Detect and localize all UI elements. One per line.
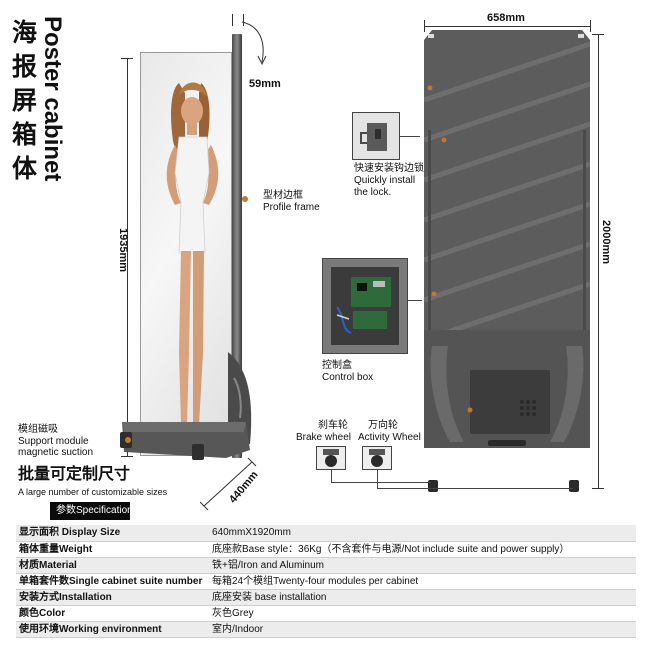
activity-wheel-callout-image [362,446,392,470]
title-char: 报 [11,52,38,81]
lock-icon [353,113,399,159]
spec-key: 单箱套件数Single cabinet suite number [16,573,209,590]
customizable-label-cn: 批量可定制尺寸 [18,466,131,483]
width-dimension-label: 658mm [487,12,525,24]
spec-value: 每箱24个模组Twenty-four modules per cabinet [209,573,636,590]
spec-value: 灰色Grey [209,605,636,622]
cabinet-back-panel [424,30,590,448]
cabinet-base [120,352,252,460]
right-height-label: 2000mm [600,220,612,265]
control-box-label-en: Control box [322,372,374,383]
profile-frame-label-cn: 型材边框 [263,190,303,201]
depth-dimension-marker [232,14,244,26]
depth-dimension-label: 59mm [249,78,281,90]
title-char: 箱 [11,120,38,149]
width-dimension-line [424,26,590,27]
table-row: 箱体重量Weight 底座款Base style：36Kg（不含套件与电源/No… [16,541,636,558]
spec-key: 箱体重量Weight [16,541,209,558]
spec-value: 铁+铝/Iron and Aluminum [209,557,636,574]
spec-key: 使用环境Working environment [16,621,209,638]
spec-value: 640mmX1920mm [209,525,636,542]
dimension-tick [121,456,133,457]
lock-label-en1: Quickly install [354,175,416,186]
control-box-label-cn: 控制盒 [322,360,352,371]
dimension-tick [424,20,425,32]
support-module-label-en2: magnetic suction [18,447,94,458]
spec-key: 安装方式Installation [16,589,209,606]
lock-label-en2: the lock. [354,187,392,198]
callout-line [331,470,332,482]
dimension-tick [121,58,133,59]
wheel-icon [317,447,345,469]
brake-wheel-icon [428,480,438,492]
lock-callout-image [352,112,400,160]
title-english-text: Poster cabinet [39,16,66,182]
spec-value: 室内/Indoor [209,621,636,638]
support-module-label-cn: 模组磁吸 [18,424,58,435]
dimension-tick [590,20,591,32]
callout-line [377,470,378,488]
spec-key: 材质Material [16,557,209,574]
control-box-callout-image [322,258,408,354]
spec-value: 底座款Base style：36Kg（不含套件与电源/Not include s… [209,541,636,558]
table-row: 单箱套件数Single cabinet suite number 每箱24个模组… [16,573,636,590]
spec-key: 颜色Color [16,605,209,622]
brake-wheel-callout-image [316,446,346,470]
height-dimension-label: 1935mm [117,228,129,273]
poster-display [140,52,232,456]
title-char: 海 [11,18,38,47]
brake-wheel-label-en: Brake wheel [296,432,352,443]
dimension-tick [592,488,604,489]
activity-wheel-label-cn: 万向轮 [368,420,398,431]
title-english: Poster cabinet [36,16,76,181]
control-board-icon [323,259,407,353]
wheel-icon [363,447,391,469]
callout-line [400,136,420,137]
table-row: 颜色Color 灰色Grey [16,605,636,622]
dimension-tick [592,34,604,35]
callout-line [408,300,422,301]
title-char: 体 [11,154,38,183]
curved-arrow-icon [241,21,267,66]
spec-table: 显示面积 Display Size 640mmX1920mm 箱体重量Weigh… [16,525,636,638]
callout-line [331,482,431,483]
title-chinese: 海 报 屏 箱 体 [8,16,42,186]
lock-label-cn: 快速安装钩边锁 [354,163,424,174]
table-row: 使用环境Working environment 室内/Indoor [16,621,636,638]
profile-frame [232,34,242,458]
support-module-label-en1: Support module [18,436,89,447]
title-char: 屏 [11,86,38,115]
right-height-dimension-line [598,34,599,488]
spec-value: 底座安装 base installation [209,589,636,606]
table-row: 显示面积 Display Size 640mmX1920mm [16,525,636,542]
spec-key: 显示面积 Display Size [16,525,209,542]
table-row: 材质Material 铁+铝/Iron and Aluminum [16,557,636,574]
profile-frame-label-en: Profile frame [263,202,320,213]
activity-wheel-label-en: Activity Wheel [358,432,421,443]
specification-tag: 参数Specification [50,502,133,520]
callout-dot [242,196,248,202]
brake-wheel-label-cn: 刹车轮 [318,420,348,431]
table-row: 安装方式Installation 底座安装 base installation [16,589,636,606]
customizable-label-en: A large number of customizable sizes [18,487,168,497]
base-depth-dimension-line [200,457,257,511]
callout-line [377,488,573,489]
activity-wheel-icon [569,480,579,492]
height-dimension-line [127,58,128,456]
